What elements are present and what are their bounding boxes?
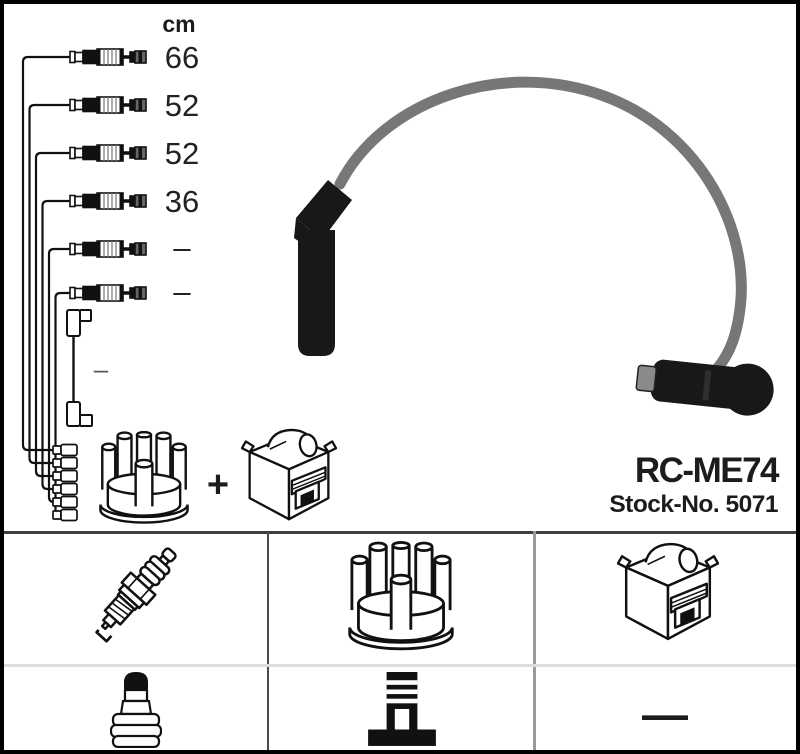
distributor-cap-icon xyxy=(99,431,189,524)
product-code: RC-ME74 xyxy=(634,451,780,490)
stock-number: Stock-No. 5071 xyxy=(609,491,778,518)
ignition-coil-icon-large xyxy=(617,542,719,641)
cable-length-6: – xyxy=(173,274,191,309)
spark-plug-icon xyxy=(84,538,186,647)
grid-dash: — xyxy=(642,688,688,740)
coil-wire-schematic xyxy=(66,309,93,427)
length-unit-label: cm xyxy=(162,11,196,37)
grid-top-border xyxy=(4,531,796,534)
illustration-layer xyxy=(21,47,774,748)
cable-routing-lines xyxy=(21,55,70,517)
cable-wire xyxy=(334,76,747,376)
coil-connector-boot xyxy=(635,359,774,416)
ignition-cable-photo xyxy=(294,76,774,416)
cable-length-4: 36 xyxy=(164,184,200,219)
grid-divider-vertical-2 xyxy=(533,531,536,750)
cable-set-schematic xyxy=(21,47,337,524)
cable-length-2: 52 xyxy=(164,88,200,123)
distributor-tower-stubs xyxy=(52,443,78,522)
grid-divider-vertical-1 xyxy=(267,531,269,750)
cable-length-1: 66 xyxy=(164,40,200,75)
ignition-coil-icon xyxy=(241,428,337,521)
distributor-cap-icon-large xyxy=(348,541,454,651)
ignition-cable-icon xyxy=(68,47,148,303)
grid-divider-horizontal xyxy=(4,664,796,667)
terminal-nut-icon xyxy=(110,670,162,748)
cable-length-3: 52 xyxy=(164,136,200,171)
coil-tower-icon xyxy=(368,672,436,746)
cable-length-5: – xyxy=(173,230,191,265)
coil-wire-length: – xyxy=(93,354,109,384)
spark-plug-boot xyxy=(294,180,352,356)
plus-sign: + xyxy=(206,464,230,506)
